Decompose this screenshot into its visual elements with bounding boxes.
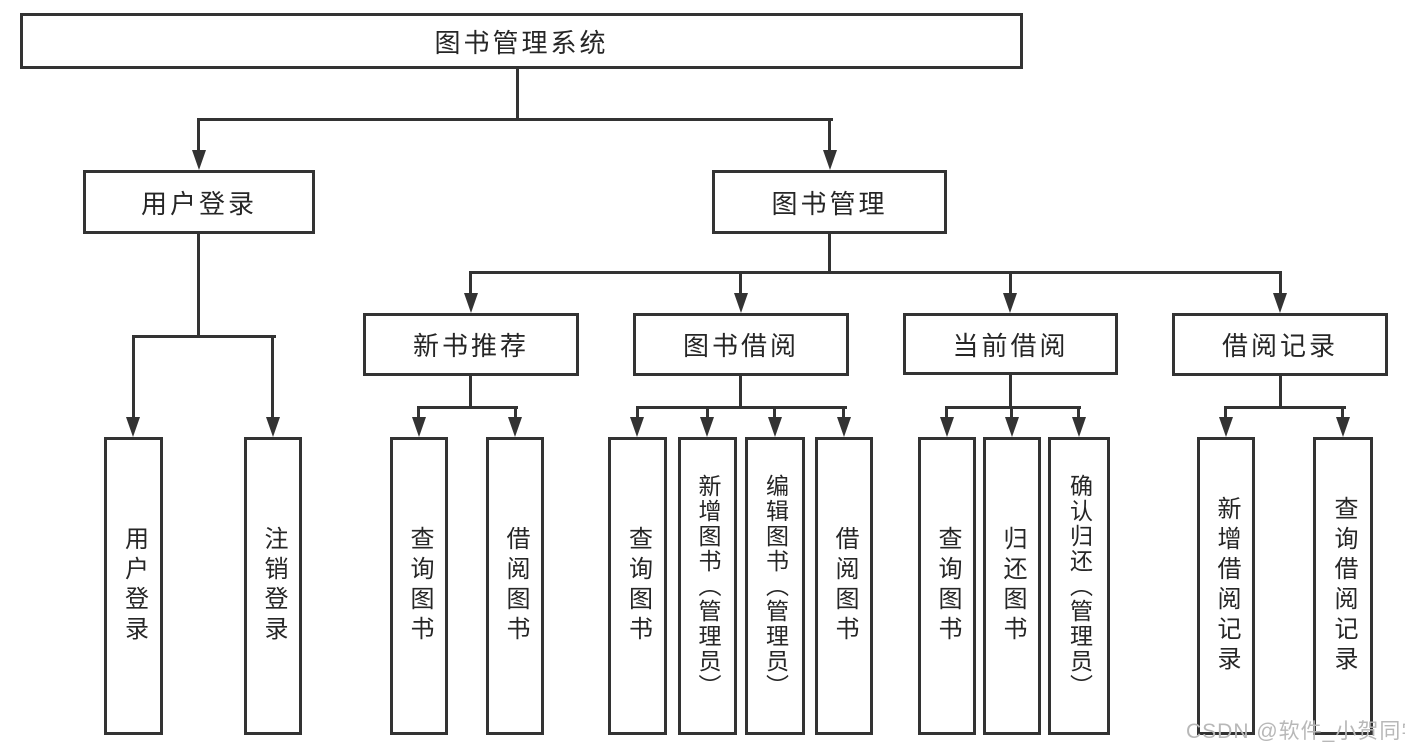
arrow-down-icon: [734, 293, 748, 313]
connector-line: [739, 375, 742, 406]
arrow-down-icon: [700, 417, 714, 437]
csdn-watermark: CSDN @软件_小贺同学: [1186, 720, 1405, 743]
connector-line: [1010, 406, 1013, 419]
connector-line: [773, 406, 776, 419]
leaf-11-add-borrow-record: 新增借阅记录: [1197, 437, 1255, 735]
node-borrowing-records: 借阅记录: [1172, 313, 1388, 376]
connector-line: [417, 406, 420, 419]
node-new-book-recommend: 新书推荐: [363, 313, 579, 376]
connector-line: [469, 375, 472, 406]
connector-line: [197, 234, 200, 335]
arrow-down-icon: [412, 417, 426, 437]
connector-line: [1341, 406, 1344, 419]
leaf-3-borrow-books: 借阅图书: [486, 437, 544, 735]
connector-line: [828, 118, 831, 152]
connector-line: [469, 271, 1282, 274]
arrow-down-icon: [192, 150, 206, 170]
connector-line: [417, 406, 518, 409]
connector-line: [1009, 375, 1012, 406]
arrow-down-icon: [266, 417, 280, 437]
connector-line: [514, 406, 517, 419]
connector-line: [945, 406, 948, 419]
connector-line: [1279, 271, 1282, 295]
connector-line: [636, 406, 847, 409]
leaf-2-query-books: 查询图书: [390, 437, 448, 735]
arrow-down-icon: [837, 417, 851, 437]
leaf-10-confirm-return-admin: 确认归还（管理员）: [1048, 437, 1110, 735]
connector-line: [842, 406, 845, 419]
arrow-down-icon: [940, 417, 954, 437]
arrow-down-icon: [823, 150, 837, 170]
connector-line: [1077, 406, 1080, 419]
node-book-borrowing: 图书借阅: [633, 313, 849, 376]
connector-line: [636, 406, 639, 419]
leaf-9-return-books: 归还图书: [983, 437, 1041, 735]
node-current-borrowing: 当前借阅: [903, 313, 1118, 375]
arrow-down-icon: [1273, 293, 1287, 313]
arrow-down-icon: [126, 417, 140, 437]
arrow-down-icon: [1336, 417, 1350, 437]
node-book-management: 图书管理: [712, 170, 947, 234]
connector-line: [197, 118, 833, 121]
connector-line: [1009, 271, 1012, 295]
arrow-down-icon: [1219, 417, 1233, 437]
node-root-library-management-system: 图书管理系统: [20, 13, 1023, 69]
connector-line: [828, 234, 831, 271]
connector-line: [1279, 375, 1282, 406]
connector-line: [271, 335, 274, 419]
leaf-6-edit-books-admin: 编辑图书（管理员）: [745, 437, 805, 735]
connector-line: [706, 406, 709, 419]
connector-line: [739, 271, 742, 295]
leaf-4-query-books: 查询图书: [608, 437, 667, 735]
leaf-12-query-borrow-record: 查询借阅记录: [1313, 437, 1373, 735]
leaf-1-logout: 注销登录: [244, 437, 302, 735]
leaf-7-borrow-books: 借阅图书: [815, 437, 873, 735]
connector-line: [945, 406, 1081, 409]
connector-line: [516, 69, 519, 118]
arrow-down-icon: [508, 417, 522, 437]
connector-line: [197, 118, 200, 152]
leaf-8-query-books: 查询图书: [918, 437, 976, 735]
arrow-down-icon: [1005, 417, 1019, 437]
connector-line: [1224, 406, 1227, 419]
arrow-down-icon: [464, 293, 478, 313]
connector-line: [469, 271, 472, 295]
arrow-down-icon: [1072, 417, 1086, 437]
node-user-login: 用户登录: [83, 170, 315, 234]
leaf-5-add-books-admin: 新增图书（管理员）: [678, 437, 737, 735]
arrow-down-icon: [630, 417, 644, 437]
connector-line: [132, 335, 276, 338]
connector-line: [132, 335, 135, 419]
connector-line: [1224, 406, 1346, 409]
leaf-0-user-login: 用户登录: [104, 437, 163, 735]
arrow-down-icon: [1003, 293, 1017, 313]
arrow-down-icon: [768, 417, 782, 437]
